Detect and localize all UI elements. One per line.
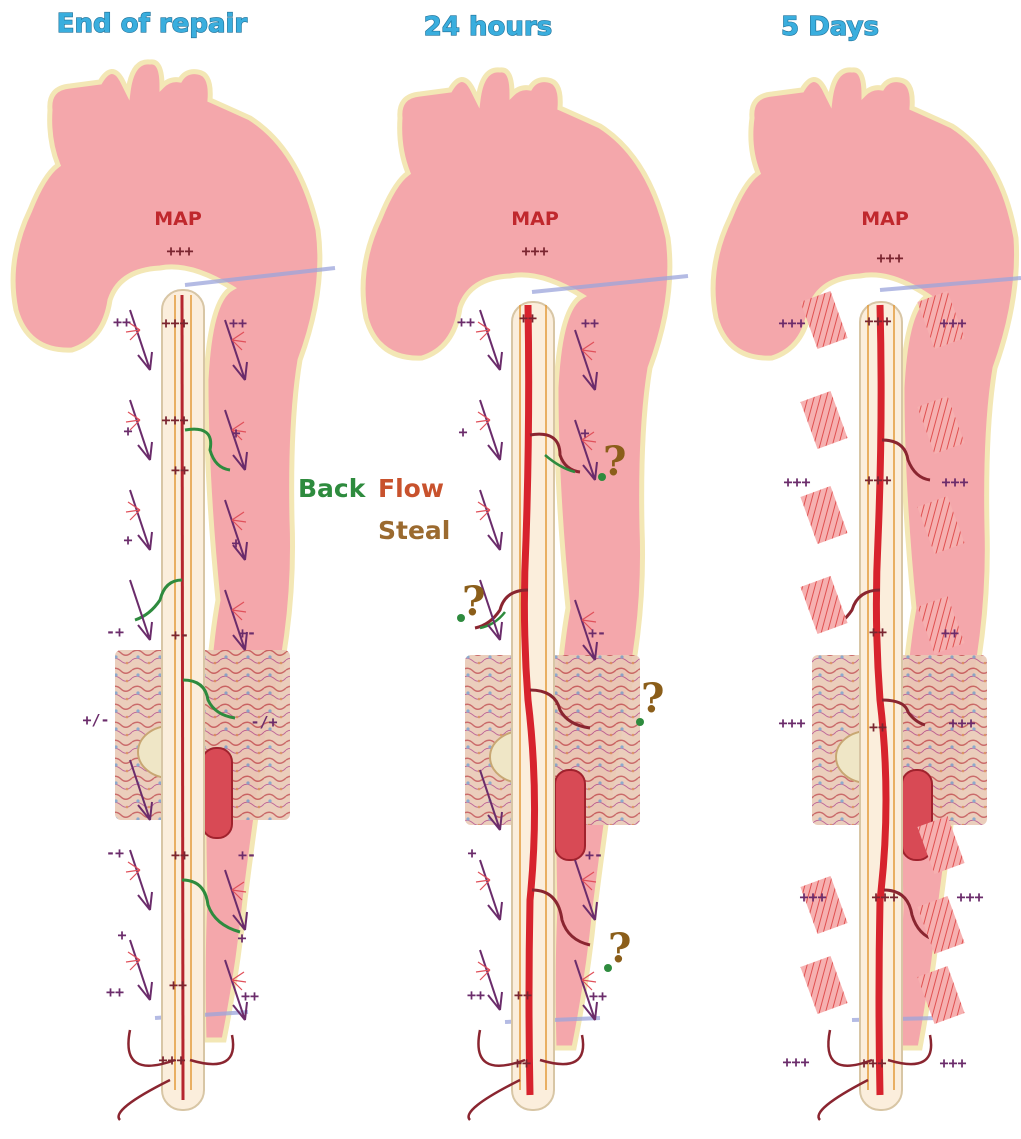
grade-right: +- [238,624,256,642]
question-mark: ? [603,438,626,485]
grade-right: ++ [589,987,607,1005]
grade-cord-bottom: +++ [158,1051,185,1069]
grade-left: -+ [106,623,124,641]
grade-left: +++ [778,314,805,332]
legend-back: Back [298,474,367,503]
question-mark: ? [462,578,485,625]
grade-cord: +++ [864,312,891,330]
grade-left: + [123,531,132,549]
legend: Back Flow Steal [298,474,450,545]
panel-title: End of repair [57,9,248,39]
question-dot [598,473,606,481]
panel-end-of-repair: End of repair MAP +++ [13,9,335,1120]
grade-left: +++ [799,888,826,906]
grade-left: +/- [82,711,109,729]
grade-left: -+ [106,844,124,862]
grade-cord: +++ [871,888,898,906]
grade-right: + [580,424,589,442]
map-label: MAP [861,208,909,230]
grade-right: -/+ [250,713,277,731]
map-grade: +++ [166,242,193,260]
question-dot [636,718,644,726]
legend-flow: Flow [378,474,444,503]
question-dot [457,614,465,622]
question-mark: ? [641,675,664,722]
grade-left: +++ [783,473,810,491]
panel-24-hours: 24 hours MAP +++ [363,12,688,1120]
grade-cord: ++ [869,623,887,641]
grade-cord: +++ [864,471,891,489]
grade-right: ++ [941,624,959,642]
grade-cord: ++ [169,976,187,994]
grade-cord-bottom: +++ [859,1054,886,1072]
grade-right: +- [585,846,603,864]
grade-right: + [237,929,246,947]
grade-cord: ++ [171,461,189,479]
grade-cord: +++ [161,411,188,429]
grade-left: + [117,926,126,944]
grade-right: ++ [241,987,259,1005]
grade-left: + [123,422,132,440]
panel-title: 5 Days [781,12,879,42]
panel-5-days: 5 Days MAP +++ [713,12,1021,1120]
grade-left: ++ [106,983,124,1001]
grade-left: ++ [113,313,131,331]
grade-cord: ++ [171,846,189,864]
grade-cord: +++ [161,314,188,332]
grade-right: + [231,534,240,552]
question-mark: ? [608,925,631,972]
legend-steal: Steal [378,516,450,545]
question-dot [604,964,612,972]
grade-cord: ++ [514,986,532,1004]
grade-right: +++ [939,1054,966,1072]
grade-right: ++ [581,314,599,332]
aorta-cross-section [202,748,232,838]
grade-left: ++ [467,986,485,1004]
grade-right: +- [238,846,256,864]
map-label: MAP [154,208,202,230]
aorta-cross-section [555,770,585,860]
grade-right: ++ [229,314,247,332]
grade-right: +++ [956,888,983,906]
grade-left: +++ [778,714,805,732]
grade-cord: ++ [519,309,537,327]
grade-left: + [458,423,467,441]
grade-left: ++ [457,313,475,331]
grade-cord-bottom: ++ [513,1054,531,1072]
map-grade: +++ [521,242,548,260]
grade-right: +++ [939,314,966,332]
map-grade: +++ [876,249,903,267]
grade-right: + [231,424,240,442]
grade-left: + [467,844,476,862]
grade-right: +++ [941,473,968,491]
grade-cord: ++ [869,718,887,736]
grade-right: +++ [948,714,975,732]
panel-title: 24 hours [424,12,552,42]
grade-right: +- [588,624,606,642]
grade-cord: +- [171,626,189,644]
map-label: MAP [511,208,559,230]
grade-left: +++ [782,1053,809,1071]
